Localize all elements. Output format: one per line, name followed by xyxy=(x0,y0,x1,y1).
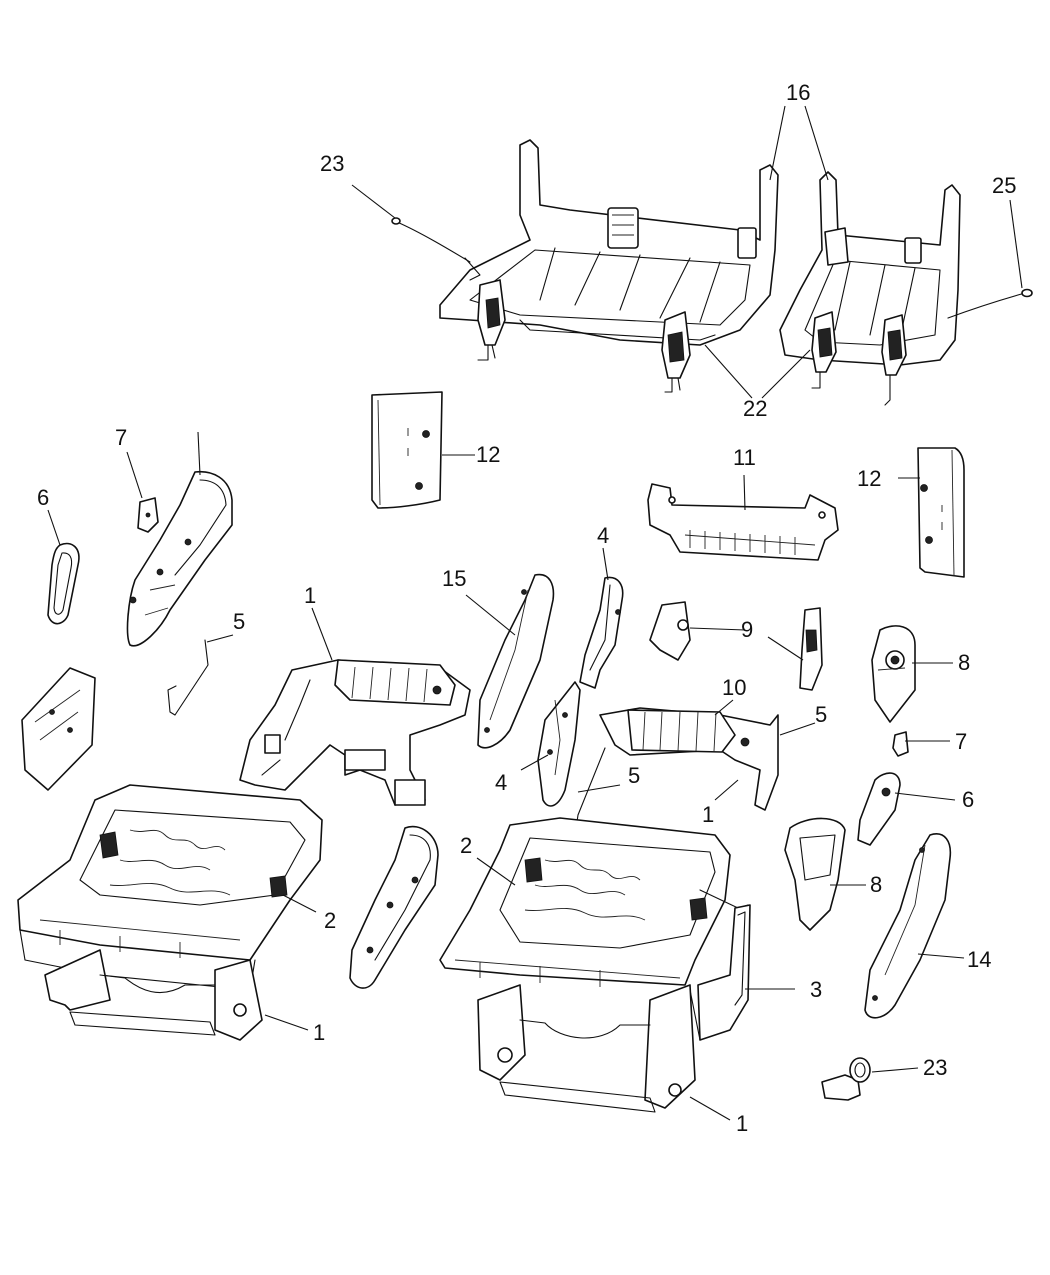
callout-9: 9 xyxy=(741,617,753,642)
callout-1-lower-left: 1 xyxy=(313,1020,325,1045)
callout-16: 22 xyxy=(743,396,767,421)
callout-23-right: 25 xyxy=(992,173,1016,198)
shield-4-lower xyxy=(537,681,581,807)
callout-4-upper: 4 xyxy=(597,523,609,548)
bracket-1-upper-left xyxy=(239,659,471,806)
trim-13 xyxy=(864,833,952,1019)
callout-15: 16 xyxy=(786,80,810,105)
bezel-6-right xyxy=(857,772,901,846)
seat-frame-left xyxy=(17,784,323,1041)
callout-12-right: 12 xyxy=(857,466,881,491)
knob-22 xyxy=(821,1057,871,1101)
callout-2-right: 2 xyxy=(460,833,472,858)
callout-8-lower: 8 xyxy=(870,872,882,897)
callout-3: 3 xyxy=(810,977,822,1002)
callout-1-middle: 1 xyxy=(702,802,714,827)
callout-1-upper-left: 1 xyxy=(304,583,316,608)
bracket-7-left xyxy=(137,497,159,533)
shield-4-upper xyxy=(579,576,624,689)
callout-5-middle: 5 xyxy=(628,763,640,788)
callout-11: 11 xyxy=(733,445,756,470)
pan-10 xyxy=(574,707,779,836)
callout-1-lower-right: 1 xyxy=(736,1111,748,1136)
crossmember-11 xyxy=(647,483,839,561)
cover-8-lower xyxy=(784,817,846,931)
bracket-9 xyxy=(649,601,823,691)
rod-5-left xyxy=(167,639,209,716)
callout-5-left: 5 xyxy=(233,609,245,634)
side-shield-25 xyxy=(126,470,233,647)
seat-frame-right xyxy=(439,817,749,1113)
callout-labels: 16 23 25 22 7 6 12 11 12 15 4 1 5 9 8 10… xyxy=(37,80,1016,1136)
callout-10: 10 xyxy=(722,675,746,700)
callout-8-upper: 8 xyxy=(958,650,970,675)
callout-4-lower: 4 xyxy=(495,770,507,795)
clip-7-right xyxy=(892,731,909,757)
seat-frame-right-assembly xyxy=(779,171,1033,406)
callout-7-left: 7 xyxy=(115,425,127,450)
pad-3 xyxy=(697,904,751,1041)
callout-22: 23 xyxy=(923,1055,947,1080)
shield-25-lower xyxy=(349,825,439,989)
callout-6-right: 6 xyxy=(962,787,974,812)
callout-7-right: 7 xyxy=(955,729,967,754)
panel-12-right xyxy=(917,447,965,578)
cover-8-upper xyxy=(871,625,916,723)
seat-frame-left-assembly xyxy=(391,139,779,393)
callout-23-left: 23 xyxy=(320,151,344,176)
callout-13: 14 xyxy=(967,947,991,972)
callout-12-left: 12 xyxy=(476,442,500,467)
panel-12-left xyxy=(371,391,443,509)
leader-lines xyxy=(47,105,1023,1121)
trim-14 xyxy=(477,573,555,749)
callout-5-right: 5 xyxy=(815,702,827,727)
bezel-6-left xyxy=(47,542,80,625)
trim-panel-left xyxy=(21,667,96,791)
callout-14: 15 xyxy=(442,566,466,591)
callout-2-left: 2 xyxy=(324,908,336,933)
callout-6-left: 6 xyxy=(37,485,49,510)
